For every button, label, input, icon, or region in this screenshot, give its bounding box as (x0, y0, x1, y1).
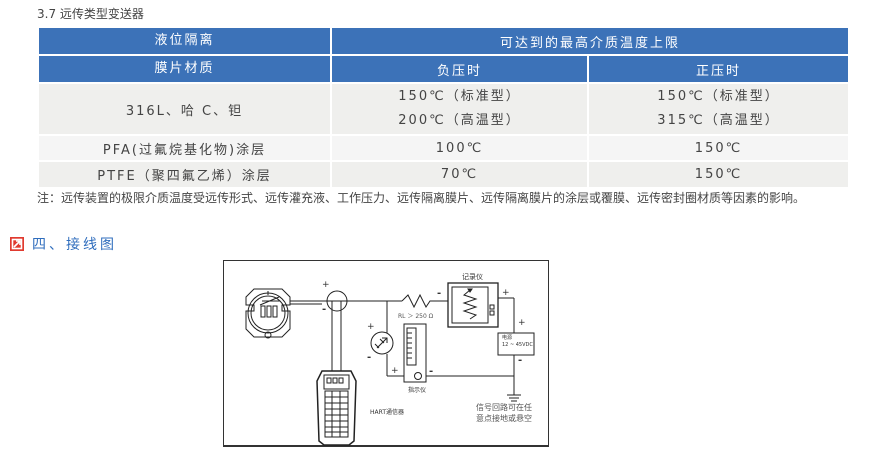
header-positive-pressure: 正压时 (586, 54, 851, 84)
table-header-row-2: 膜片材质 负压时 正压时 (37, 54, 851, 84)
plus-sign: + (391, 366, 399, 376)
plus-sign: + (367, 322, 375, 332)
positive-temp-cell: 150℃ (586, 134, 851, 162)
positive-temp-cell: 150℃（标准型） 315℃（高温型） (586, 82, 851, 136)
indicator-icon (403, 323, 427, 383)
positive-temp-cell: 150℃ (586, 160, 851, 189)
wiring-heading-text: 四、接线图 (32, 237, 117, 253)
section-title: 3.7 远传类型变送器 (37, 7, 144, 21)
grounding-note: 信号回路可在任 意点接地或悬空 (476, 402, 532, 424)
table-row: PFA(过氟烷基化物)涂层 100℃ 150℃ (37, 134, 851, 162)
resistor-label: RL ＞ 250 Ω (398, 313, 434, 320)
power-supply-title: 电源 (502, 335, 513, 341)
hart-communicator-label: HART通信器 (370, 409, 405, 416)
negative-temp-cell: 150℃（标准型） 200℃（高温型） (330, 82, 589, 136)
wiring-diagram-drawing (245, 282, 535, 446)
material-cell: 316L、哈 C、钽 (37, 82, 332, 136)
power-supply-voltage: 12 ~ 45VDC (502, 342, 533, 348)
arrow-box-icon (10, 237, 24, 251)
wiring-diagram: + - - + + - + - + - 记录仪 RL ＞ 250 Ω 电源 12… (223, 260, 549, 447)
plus-sign: + (322, 280, 330, 290)
positive-temp-high: 315℃（高温型） (657, 113, 780, 128)
minus-sign: - (429, 366, 434, 377)
header-material-line2: 膜片材质 (37, 54, 332, 84)
recorder-label: 记录仪 (462, 273, 483, 281)
table-row: 316L、哈 C、钽 150℃（标准型） 200℃（高温型） 150℃（标准型）… (37, 82, 851, 136)
ammeter-icon (370, 331, 394, 355)
resistor-icon (401, 293, 436, 309)
grounding-note-line1: 信号回路可在任 (476, 403, 532, 412)
temperature-spec-table: 液位隔离 可达到的最高介质温度上限 膜片材质 负压时 正压时 316L、哈 C、… (37, 26, 851, 189)
table-header-row-1: 液位隔离 可达到的最高介质温度上限 (37, 26, 851, 56)
transmitter-icon (245, 288, 291, 339)
negative-temp-high: 200℃（高温型） (398, 113, 521, 128)
power-supply-icon (497, 332, 535, 356)
plus-sign: + (502, 288, 510, 298)
negative-temp-cell: 70℃ (330, 160, 589, 189)
hart-communicator-icon (316, 370, 357, 446)
negative-temp-standard: 150℃（标准型） (398, 89, 521, 104)
grounding-note-line2: 意点接地或悬空 (476, 414, 532, 423)
negative-temp-cell: 100℃ (330, 134, 589, 162)
header-negative-pressure: 负压时 (330, 54, 589, 84)
minus-sign: - (367, 352, 372, 363)
minus-sign: - (437, 288, 442, 299)
header-max-temperature: 可达到的最高介质温度上限 (329, 26, 851, 56)
footnote: 注：远传装置的极限介质温度受远传形式、远传灌充液、工作压力、远传隔离膜片、远传隔… (37, 191, 806, 205)
wiring-heading: 四、接线图 (10, 234, 117, 254)
material-cell: PFA(过氟烷基化物)涂层 (37, 134, 332, 162)
minus-sign: - (518, 355, 523, 366)
power-supply-label: 电源 12 ~ 45VDC (502, 335, 533, 349)
hart-junction-icon (326, 290, 348, 312)
positive-temp-standard: 150℃（标准型） (657, 89, 780, 104)
indicator-label: 指示仪 (408, 387, 427, 394)
plus-sign: + (518, 318, 526, 328)
material-cell: PTFE（聚四氟乙烯）涂层 (37, 160, 332, 189)
minus-sign: - (322, 304, 327, 315)
table-row: PTFE（聚四氟乙烯）涂层 70℃ 150℃ (37, 160, 851, 189)
recorder-icon (447, 282, 499, 328)
header-material-line1: 液位隔离 (37, 26, 332, 56)
